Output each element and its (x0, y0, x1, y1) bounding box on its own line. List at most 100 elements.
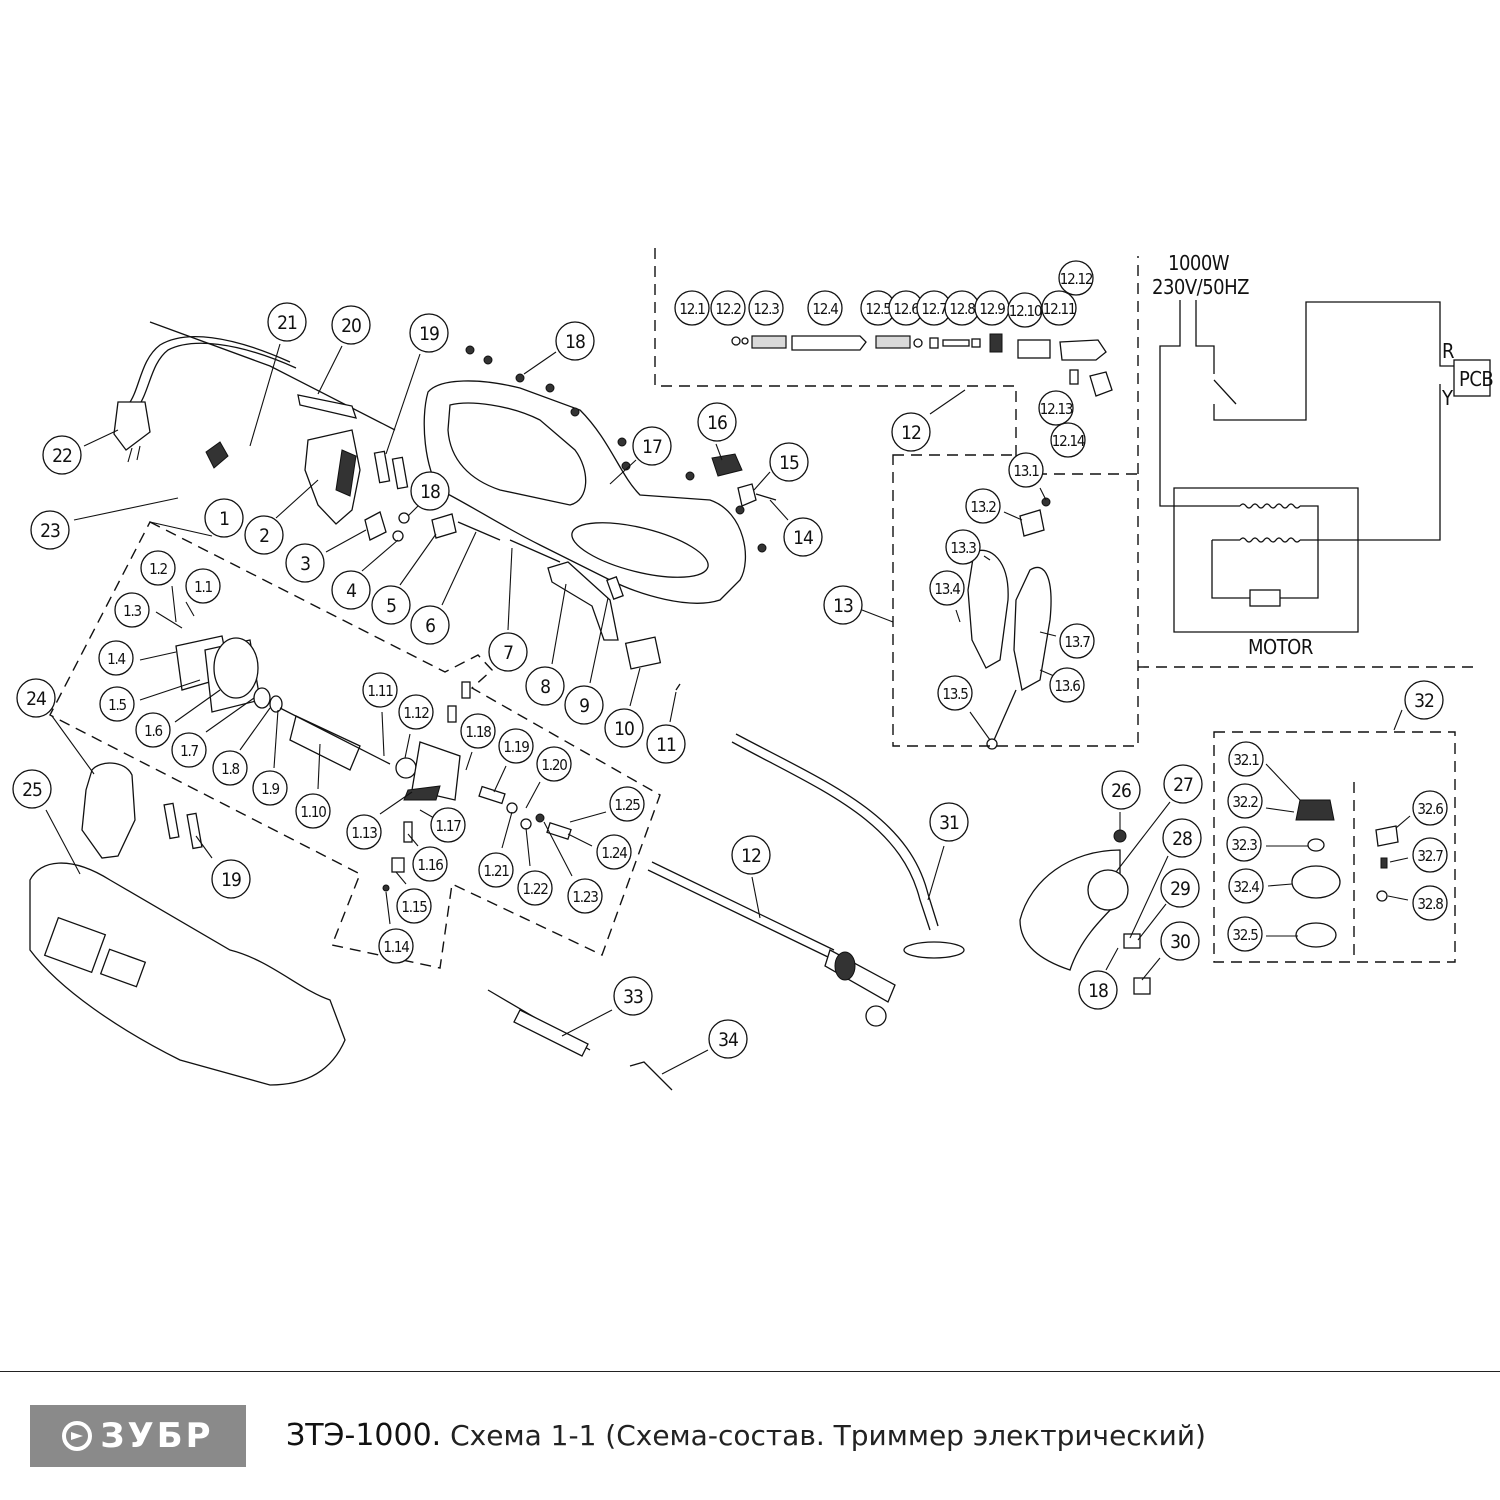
leader-line (361, 539, 399, 572)
callout-13-4: 13.4 (929, 570, 965, 606)
callout-12-1: 12.1 (674, 290, 710, 326)
callout-label: 1.14 (383, 938, 409, 956)
callout-circle (1227, 783, 1263, 819)
callout-circle (517, 870, 553, 906)
callout-32-4: 32.4 (1228, 868, 1264, 904)
callout-1-24: 1.24 (596, 834, 632, 870)
callout-label: 4 (346, 580, 356, 602)
footer-divider (0, 1371, 1500, 1372)
wiring-schematic: 1000W 230V/50HZ PCB R Y MOTOR (1152, 251, 1494, 659)
callout-label: 1.22 (522, 880, 548, 898)
callout-1-9: 1.9 (252, 770, 288, 806)
diagram-caption: ЗТЭ-1000. Схема 1-1 (Схема-состав. Тримм… (286, 1418, 1206, 1453)
callout-label: 2 (259, 525, 269, 547)
callout-label: 16 (707, 412, 727, 434)
callout-label: 1.10 (300, 803, 326, 821)
callout-17: 17 (632, 426, 672, 466)
brand-logo-text: ЗУБР (100, 1416, 214, 1456)
callout-1: 1 (204, 498, 244, 538)
callout-circle (1412, 790, 1448, 826)
callout-label: 23 (40, 520, 60, 542)
leader-line (465, 751, 473, 771)
callout-32-5: 32.5 (1227, 916, 1263, 952)
callout-circle (331, 570, 371, 610)
callout-circle (937, 675, 973, 711)
model-name: ЗТЭ-1000. (286, 1418, 442, 1453)
callout-9: 9 (564, 685, 604, 725)
callout-1-15: 1.15 (396, 888, 432, 924)
leader-line (195, 835, 213, 859)
callout-1-22: 1.22 (517, 870, 553, 906)
callout-circle (1227, 916, 1263, 952)
callout-label: 18 (420, 481, 440, 503)
callout-label: 31 (939, 812, 959, 834)
leader-line (1003, 511, 1023, 521)
callout-label: 1.6 (144, 722, 162, 740)
callout-label: 22 (52, 445, 72, 467)
part-drawings (29, 321, 1399, 1091)
callout-circle (891, 412, 931, 452)
callout-1-8: 1.8 (212, 750, 248, 786)
callout-12-9: 12.9 (974, 290, 1010, 326)
callout-label: 1.18 (465, 723, 491, 741)
callout-circle (1160, 921, 1200, 961)
callout-label: 9 (579, 695, 589, 717)
callout-1-13: 1.13 (346, 814, 382, 850)
callout-circle (1412, 837, 1448, 873)
callout-label: 3 (300, 553, 310, 575)
callout-circle (204, 498, 244, 538)
callout-21: 21 (267, 302, 307, 342)
callout-circle (731, 835, 771, 875)
diagram-title: Схема 1-1 (Схема-состав. Триммер электри… (450, 1419, 1206, 1452)
callout-label: 1.17 (435, 817, 461, 835)
callout-label: 13.4 (934, 580, 960, 598)
callout-32-3: 32.3 (1226, 826, 1262, 862)
leader-line (174, 689, 221, 723)
callout-label: 30 (1170, 931, 1190, 953)
callout-circle (412, 846, 448, 882)
callout-1-1: 1.1 (185, 568, 221, 604)
callout-label: 1.20 (541, 756, 567, 774)
callout-15: 15 (769, 442, 809, 482)
callout-label: 20 (341, 315, 361, 337)
callout-circle (378, 928, 414, 964)
callout-14: 14 (783, 517, 823, 557)
callout-5: 5 (371, 585, 411, 625)
callout-circle (1059, 623, 1095, 659)
callout-13-7: 13.7 (1059, 623, 1095, 659)
brand-arrow-icon (62, 1421, 93, 1451)
callout-1-23: 1.23 (567, 878, 603, 914)
callout-circle (965, 488, 1001, 524)
pcb-label: PCB (1459, 367, 1493, 391)
leader-line (249, 343, 281, 447)
callout-label: 32.1 (1233, 751, 1259, 769)
callout-label: 26 (1111, 780, 1131, 802)
callout-18: 18 (410, 471, 450, 511)
leader-line (751, 876, 761, 919)
callout-circle (1228, 741, 1264, 777)
leader-line (969, 711, 991, 741)
leader-line (1137, 903, 1167, 941)
callout-label: 28 (1172, 828, 1192, 850)
callout-circle (1049, 667, 1085, 703)
callout-circle (1058, 260, 1094, 296)
leader-line (567, 833, 593, 847)
leader-line (171, 585, 177, 623)
callout-label: 24 (26, 688, 46, 710)
callout-12-7: 12.7 (916, 290, 952, 326)
callout-12-11: 12.11 (1041, 290, 1077, 326)
pcb-box (1453, 359, 1491, 397)
callout-label: 14 (793, 527, 813, 549)
callout-12-4: 12.4 (807, 290, 843, 326)
callout-label: 12.8 (949, 300, 975, 318)
callout-33: 33 (613, 976, 653, 1016)
leader-line (185, 601, 195, 617)
leader-line (139, 679, 201, 701)
callout-circle (410, 471, 450, 511)
callout-label: 12.4 (812, 300, 838, 318)
callout-label: 32.5 (1232, 926, 1258, 944)
callout-circle (114, 592, 150, 628)
callout-label: 1.4 (107, 650, 125, 668)
callout-label: 12.6 (893, 300, 919, 318)
